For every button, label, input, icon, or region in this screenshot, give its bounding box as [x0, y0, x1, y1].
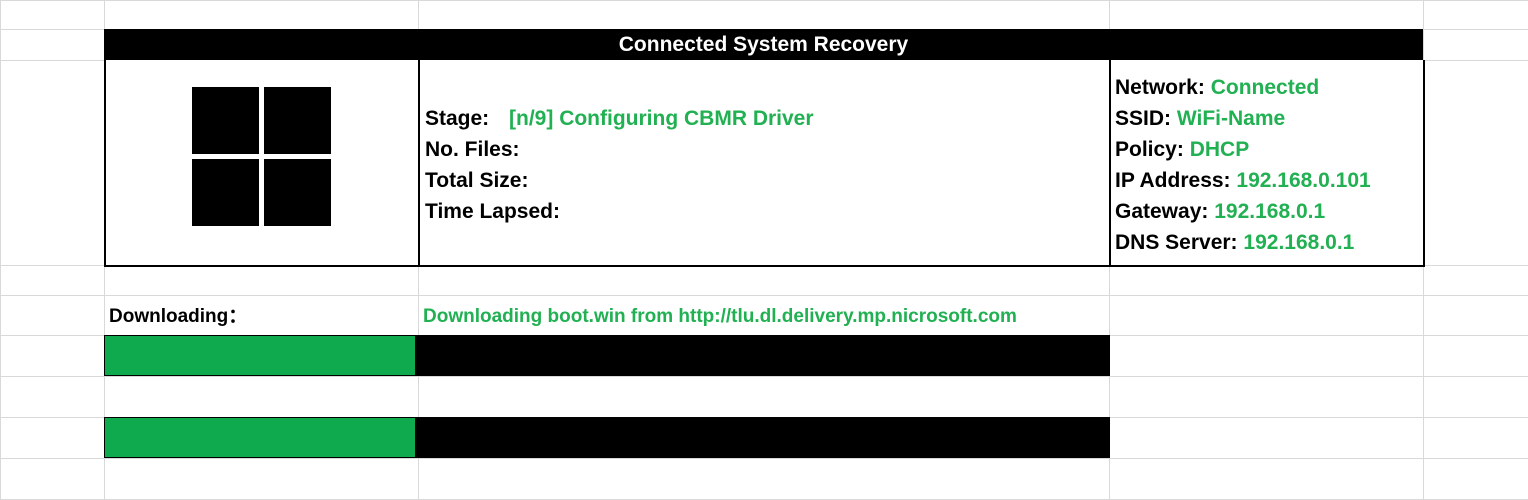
panel-divider — [1109, 60, 1111, 265]
progress-fill — [104, 417, 416, 458]
ip-label: IP Address: — [1115, 169, 1231, 192]
network-value: Connected — [1210, 76, 1320, 99]
downloading-label: Downloading： — [109, 306, 248, 327]
logo-pane — [264, 159, 331, 226]
gateway-label: Gateway: — [1115, 200, 1209, 223]
stage-row: Stage: [n/9] Configuring CBMR Driver — [425, 103, 814, 134]
policy-value: DHCP — [1189, 138, 1250, 161]
network-block: Network: Connected SSID: WiFi-Name Polic… — [1115, 72, 1371, 258]
logo-pane — [192, 159, 259, 226]
files-label: No. Files: — [425, 138, 520, 161]
ssid-label: SSID: — [1115, 107, 1172, 130]
status-block: Stage: [n/9] Configuring CBMR Driver No.… — [425, 103, 814, 227]
time-label: Time Lapsed: — [425, 200, 560, 223]
ssid-row: SSID: WiFi-Name — [1115, 103, 1371, 134]
ip-value: 192.168.0.101 — [1236, 169, 1371, 192]
gridline — [0, 376, 1528, 377]
policy-label: Policy: — [1115, 138, 1184, 161]
ssid-value: WiFi-Name — [1176, 107, 1286, 130]
progress-fill — [104, 335, 416, 376]
gridline — [0, 0, 1528, 1]
gateway-value: 192.168.0.1 — [1214, 200, 1326, 223]
page-title: Connected System Recovery — [104, 29, 1423, 60]
stage-label: Stage: — [425, 107, 490, 130]
download-message: Downloading boot.win from http://tlu.dl.… — [423, 306, 1017, 327]
ip-row: IP Address: 192.168.0.101 — [1115, 165, 1371, 196]
gateway-row: Gateway: 192.168.0.1 — [1115, 196, 1371, 227]
dns-row: DNS Server: 192.168.0.1 — [1115, 227, 1371, 258]
stage-value: [n/9] Configuring CBMR Driver — [509, 107, 814, 130]
dns-label: DNS Server: — [1115, 231, 1238, 254]
network-label: Network: — [1115, 76, 1205, 99]
size-label: Total Size: — [425, 169, 529, 192]
gridline — [0, 458, 1528, 459]
policy-row: Policy: DHCP — [1115, 134, 1371, 165]
download-progress-bar — [104, 335, 1110, 376]
dns-value: 192.168.0.1 — [1243, 231, 1355, 254]
gridline — [0, 295, 1528, 296]
windows-logo-icon — [192, 87, 331, 226]
overall-progress-bar — [104, 417, 1110, 458]
panel-divider — [418, 60, 420, 265]
logo-pane — [192, 87, 259, 154]
logo-pane — [264, 87, 331, 154]
info-panel: Stage: [n/9] Configuring CBMR Driver No.… — [104, 60, 1425, 267]
network-row: Network: Connected — [1115, 72, 1371, 103]
